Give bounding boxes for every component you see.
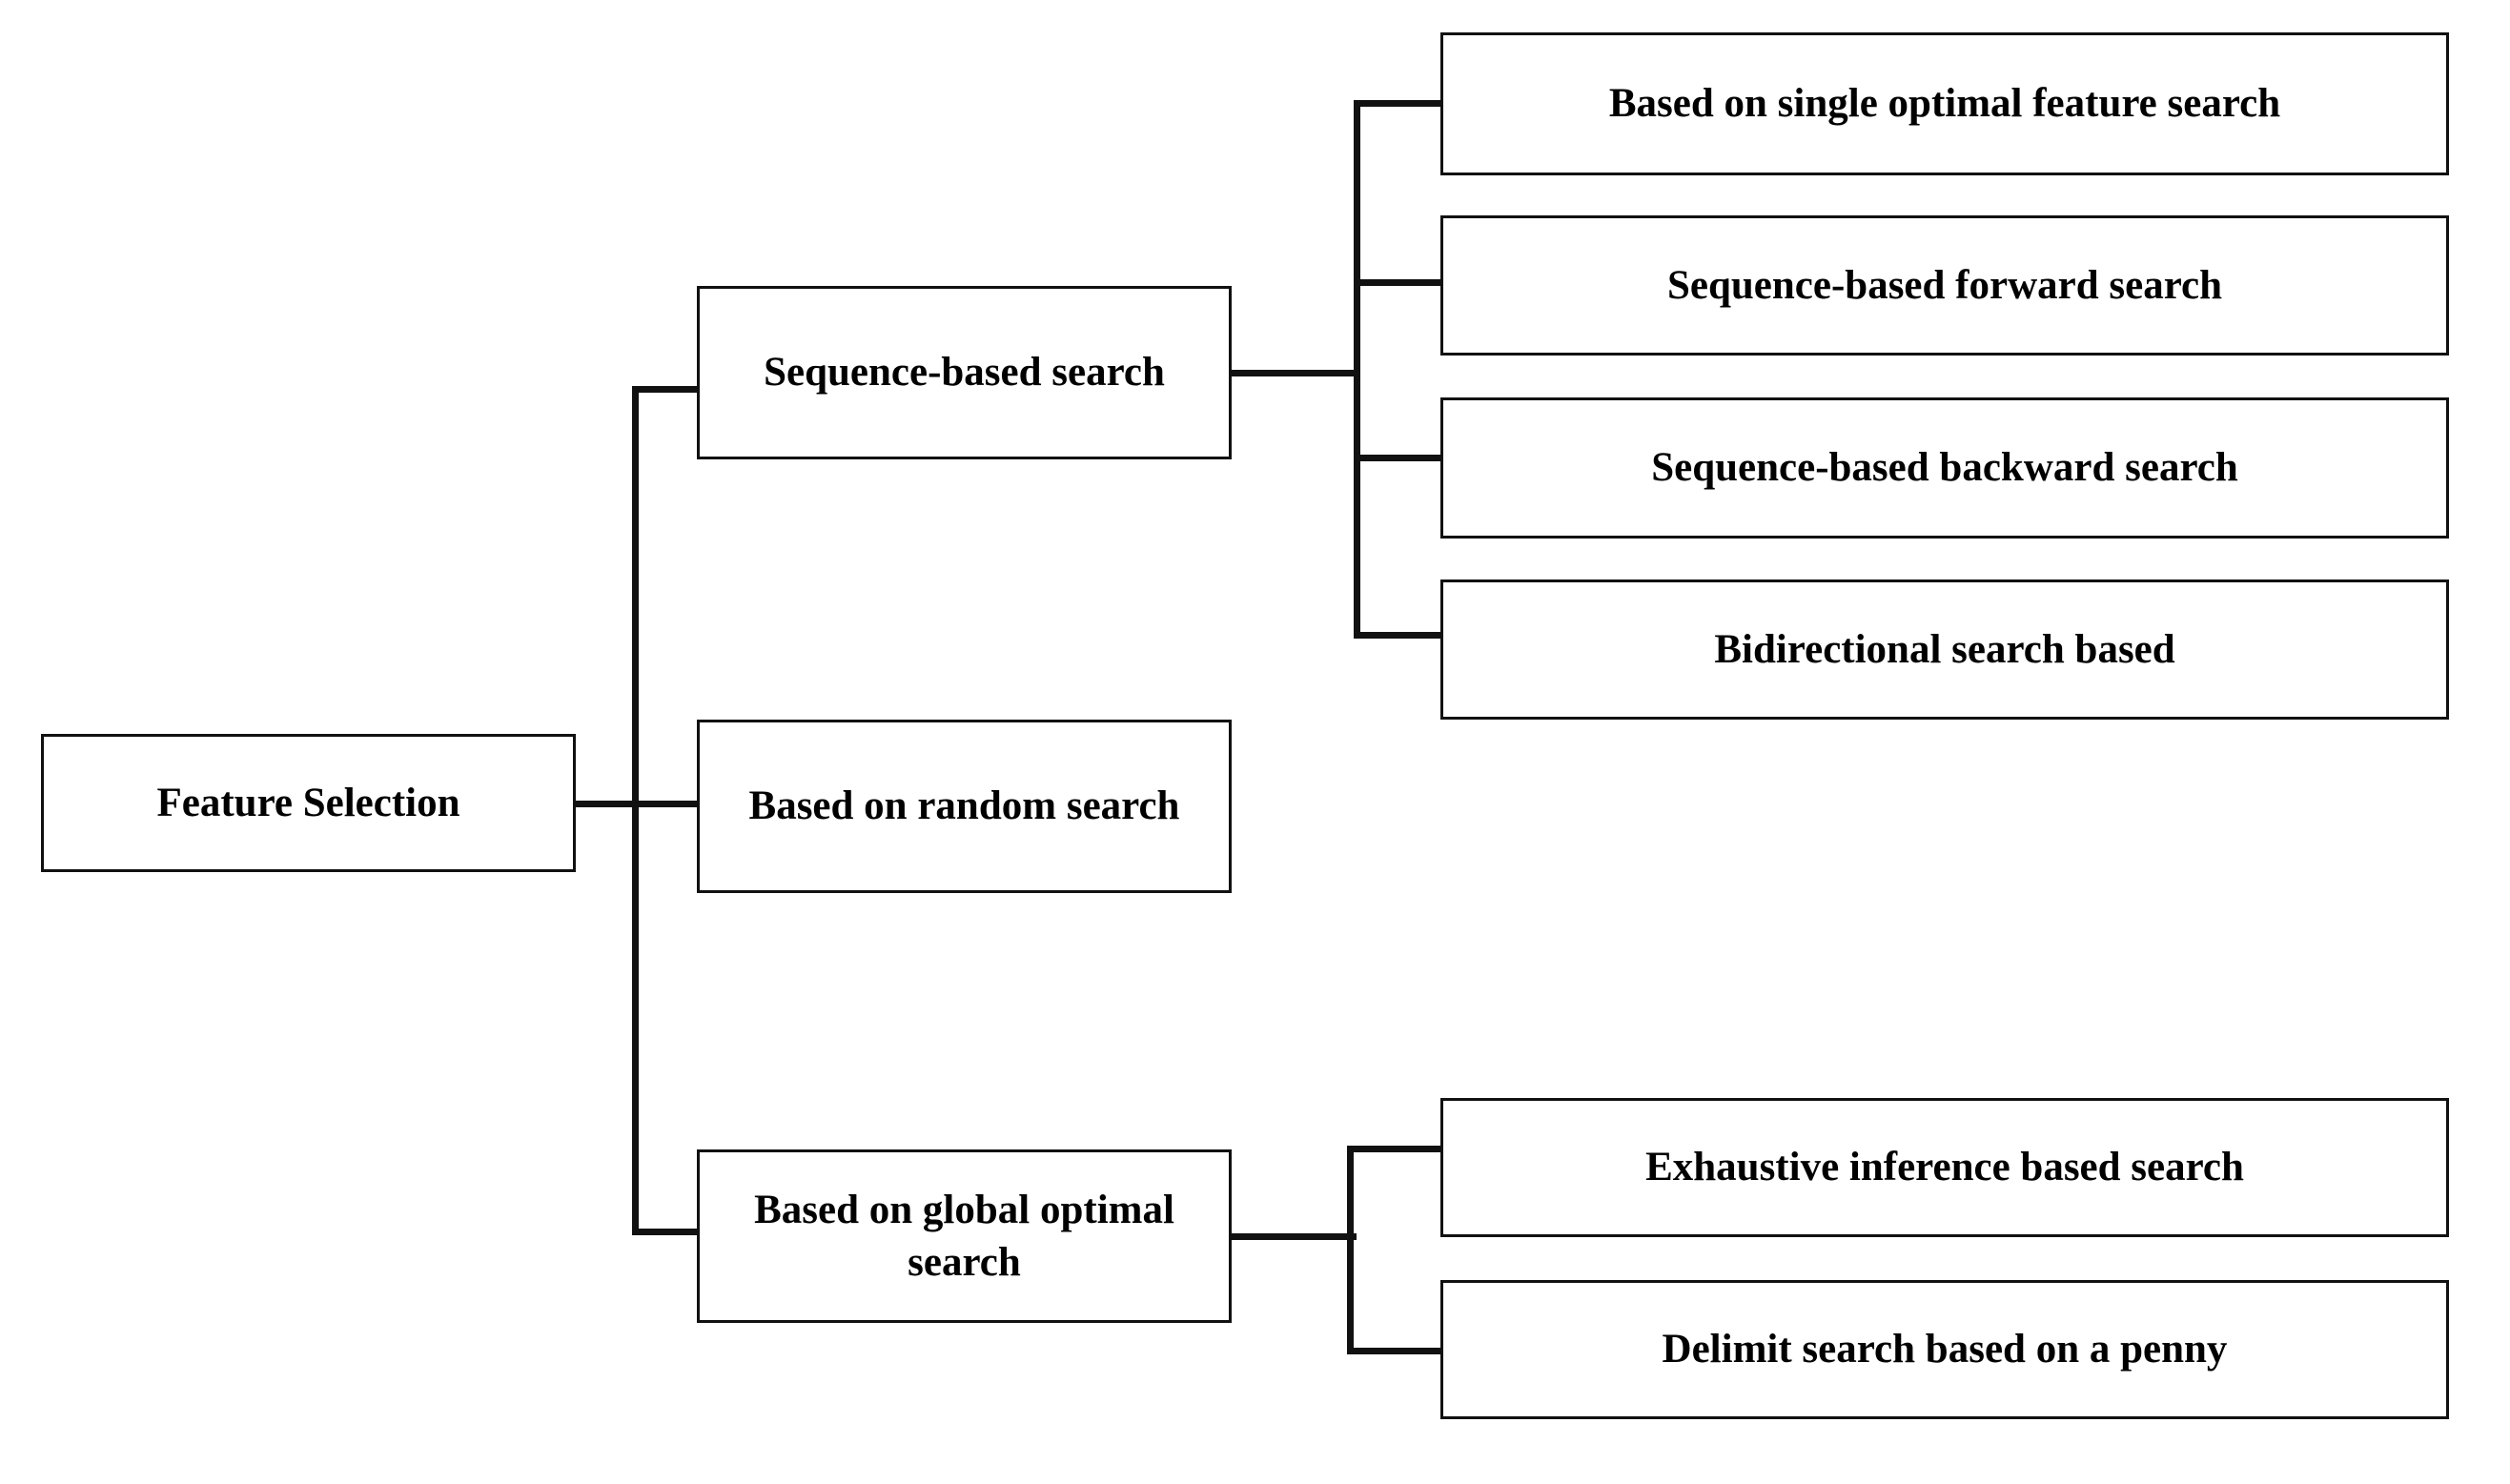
node-label: Sequence-based backward search — [1651, 445, 2238, 491]
edge-global-optimal-search-stub — [1232, 1233, 1357, 1240]
node-feature-selection: Feature Selection — [41, 734, 576, 872]
edge-trunk-to-random-search — [632, 801, 700, 807]
edge-to-single-optimal-feature-search — [1354, 100, 1440, 107]
node-label: Based on random search — [748, 783, 1180, 829]
edge-to-sequence-based-backward-search — [1354, 455, 1440, 461]
edge-trunk-to-sequence-based-search — [632, 386, 700, 393]
node-exhaustive-inference-based-search: Exhaustive inference based search — [1440, 1098, 2449, 1237]
node-label: Sequence-based forward search — [1666, 262, 2223, 308]
node-label: Feature Selection — [156, 780, 460, 825]
node-based-on-random-search: Based on random search — [697, 720, 1232, 893]
node-bidirectional-search-based: Bidirectional search based — [1440, 579, 2449, 720]
node-label: Exhaustive inference based search — [1645, 1145, 2244, 1190]
edge-root-stub — [576, 801, 639, 807]
edge-sequence-sub-trunk-lower — [1354, 455, 1360, 639]
node-sequence-based-forward-search: Sequence-based forward search — [1440, 215, 2449, 356]
node-based-on-global-optimal-search: Based on global optimal search — [697, 1149, 1232, 1323]
edge-main-trunk — [632, 386, 639, 1235]
edge-global-optimal-sub-trunk — [1347, 1146, 1354, 1354]
edge-to-sequence-based-forward-search — [1354, 279, 1440, 286]
edge-to-delimit-search-based-on-a-penny — [1347, 1348, 1440, 1354]
node-label: Based on single optimal feature search — [1608, 81, 2281, 127]
node-based-on-single-optimal-feature-search: Based on single optimal feature search — [1440, 32, 2449, 175]
node-sequence-based-backward-search: Sequence-based backward search — [1440, 397, 2449, 539]
edge-to-bidirectional-search-based — [1354, 632, 1440, 639]
node-sequence-based-search: Sequence-based search — [697, 286, 1232, 459]
node-label: Delimit search based on a penny — [1662, 1327, 2228, 1372]
node-label: Sequence-based search — [764, 350, 1165, 396]
node-delimit-search-based-on-a-penny: Delimit search based on a penny — [1440, 1280, 2449, 1419]
node-label: Bidirectional search based — [1714, 626, 2175, 672]
edge-to-exhaustive-inference-based-search — [1347, 1146, 1440, 1152]
edge-sequence-based-search-stub — [1232, 370, 1357, 376]
node-label: Based on global optimal search — [754, 1187, 1174, 1285]
edge-trunk-to-global-optimal-search — [632, 1229, 700, 1235]
